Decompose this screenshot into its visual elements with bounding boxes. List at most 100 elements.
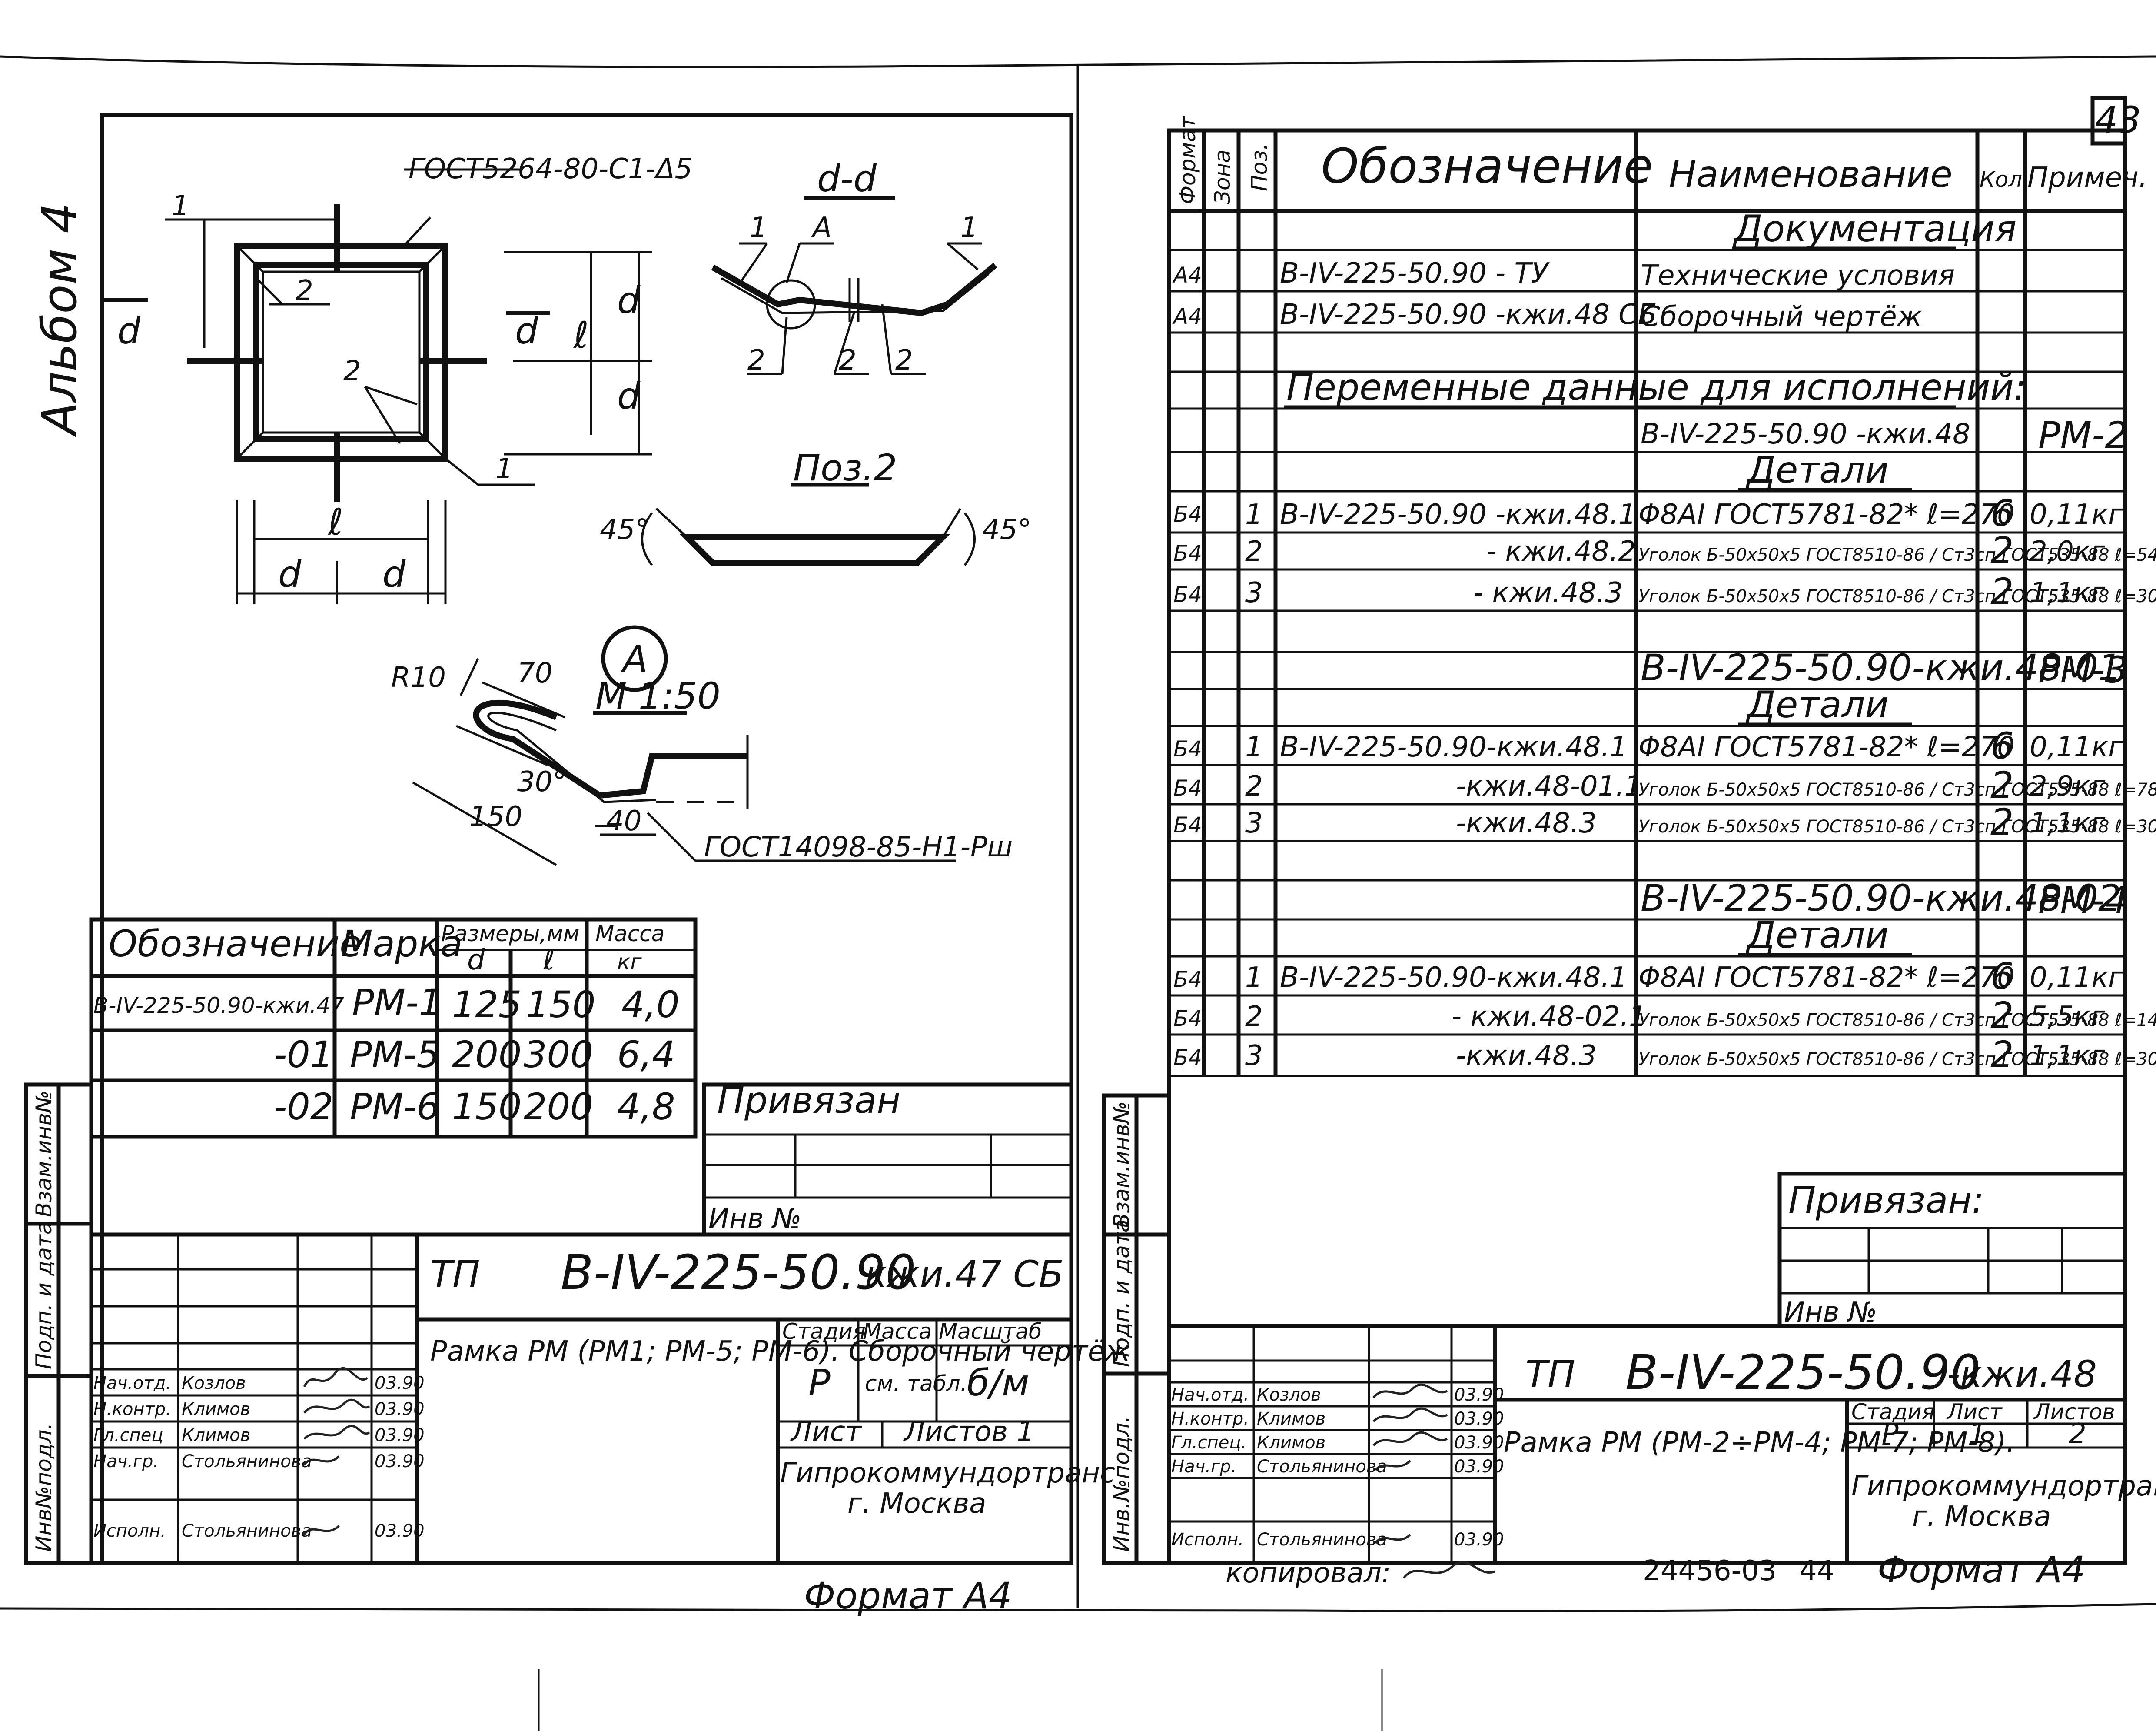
spec-note: РМ-3: [2038, 649, 2128, 691]
person-date: 03.90: [375, 1399, 425, 1419]
left-stamp-person: Н.контр. Климов 03.90: [93, 1399, 425, 1419]
dim-150: 150: [469, 801, 522, 833]
spec-note: 0,11кг: [2030, 731, 2123, 763]
spec-name: Уголок Б-50х50х5 ГОСТ8510-86 / Ст3сп ГОС…: [1638, 586, 2156, 606]
person-date: 03.90: [1454, 1409, 1504, 1429]
right-stamp-person: Нач.гр. Стольянинова 03.90: [1171, 1457, 1504, 1477]
section-mark-d-left: d: [117, 310, 141, 352]
spec-designation: Переменные данные для исполнений:: [1286, 366, 2026, 409]
dim-label-2-b: 2: [343, 355, 361, 387]
vt-mass: 4,0: [621, 983, 680, 1026]
person-role: Нач.отд.: [1171, 1385, 1249, 1405]
spec-name: Технические условия: [1641, 260, 1955, 292]
right-stamp-code: В-IV-225-50.90: [1625, 1345, 1981, 1400]
dd-label-1-left: 1: [750, 212, 767, 244]
left-stamp-person: Нач.гр. Стольянинова 03.90: [93, 1451, 425, 1471]
page-number-box: [2090, 96, 2127, 146]
dim-label-2-a: 2: [296, 275, 313, 307]
right-format: Формат А4: [1877, 1548, 2085, 1591]
person-name: Стольянинова: [1257, 1530, 1387, 1550]
vt-d: 150: [452, 1085, 522, 1128]
left-stamp-stage: Р: [808, 1361, 831, 1404]
spec-designation: В-IV-225-50.90 -кжи.48.1: [1280, 499, 1636, 531]
angle-45-right: 45°: [982, 514, 1031, 546]
person-name: Климов: [1257, 1409, 1325, 1429]
table-row: Б4 2 -кжи.48-01.1 Уголок Б-50х50х5 ГОСТ8…: [1173, 764, 2156, 806]
right-stamp: [1167, 1324, 2127, 1565]
dd-label-2-b: 2: [839, 344, 857, 376]
spec-qty: 2: [1990, 570, 2013, 613]
vt-header-d: d: [467, 944, 485, 976]
right-stamp-org: Гипрокоммундортранс: [1851, 1470, 2156, 1502]
person-role: Нач.гр.: [1171, 1457, 1236, 1477]
table-row: А4 В-IV-225-50.90 -кжи.48 СБ Сборочный ч…: [1172, 299, 1922, 333]
table-row: В-IV-225-50.90-кжи.48-02 РМ-4: [1641, 877, 2128, 922]
dim-label-1-top: 1: [172, 190, 189, 222]
spec-format: Б4: [1173, 736, 1202, 762]
spec-designation: В-IV-225-50.90 -кжи.48 СБ: [1280, 299, 1657, 331]
copied-label: копировал:: [1226, 1557, 1391, 1589]
section-mark-d-right: d: [515, 310, 538, 352]
dim-70: 70: [517, 657, 552, 689]
spec-qty: 2: [1990, 529, 2013, 572]
vt-row: -01 РМ-5 200 300 6,4: [274, 1033, 675, 1076]
right-stamp-stage: Р: [1882, 1418, 1899, 1450]
left-stamp-person: Нач.отд. Козлов 03.90: [93, 1373, 425, 1393]
dd-callout-a: A: [811, 212, 832, 244]
spec-designation: - кжи.48-02.1: [1452, 1001, 1647, 1033]
right-stamp-code-prefix: ТП: [1525, 1353, 1575, 1395]
spec-format: Б4: [1173, 776, 1202, 801]
spec-note: 2,9кг: [2030, 770, 2105, 802]
spec-name: Уголок Б-50х50х5 ГОСТ8510-86 / Ст3сп ГОС…: [1638, 545, 2156, 565]
spec-name: Φ8AI ГОСТ5781-82* ℓ=270: [1638, 731, 2015, 763]
spec-designation: - кжи.48.2: [1486, 536, 1636, 568]
table-row: Детали: [1738, 683, 1912, 726]
weld-note: ГОСТ5264-80-С1-Δ5: [409, 153, 692, 185]
left-stamp-scale: б/м: [967, 1361, 1029, 1404]
spec-format: Б4: [1173, 1006, 1202, 1031]
dim-d-vertical-1: d: [617, 279, 641, 322]
spec-qty: 2: [1990, 801, 2013, 843]
left-side-inv: Инв№подл.: [31, 1423, 56, 1552]
section-dd: [711, 196, 997, 375]
right-stamp-person: Исполн. Стольянинова 03.90: [1171, 1530, 1504, 1550]
spec-note: РМ-4: [2038, 879, 2128, 922]
left-format: Формат А4: [804, 1575, 1012, 1617]
dim-l-vertical: ℓ: [573, 314, 589, 356]
spec-name: Φ8AI ГОСТ5781-82* ℓ=270: [1638, 499, 2015, 531]
right-side-vzam: Взам.инв№: [1109, 1101, 1134, 1228]
vt-designation: -01: [274, 1033, 333, 1076]
table-row: Б4 3 -кжи.48.3 Уголок Б-50х50х5 ГОСТ8510…: [1173, 801, 2156, 843]
detail-a-view: [412, 625, 956, 866]
spec-header-zone: Зона: [1210, 150, 1235, 204]
dim-label-1-bottom: 1: [495, 453, 513, 485]
table-row: А4 В-IV-225-50.90 - ТУ Технические услов…: [1172, 257, 1955, 292]
dd-label-2-c: 2: [895, 344, 913, 376]
angle-45-left: 45°: [600, 514, 649, 546]
person-name: Климов: [182, 1425, 250, 1445]
right-stamp-code-suffix: -кжи.48: [1947, 1353, 2097, 1395]
left-stamp-org: Гипрокоммундортранс: [780, 1457, 1115, 1489]
right-stamp-person: Н.контр. Климов 03.90: [1171, 1409, 1504, 1429]
spec-designation: -кжи.48.3: [1456, 807, 1597, 839]
left-stamp-person: Гл.спец Климов 03.90: [93, 1425, 425, 1445]
person-role: Нач.отд.: [93, 1373, 171, 1393]
left-side-vzam: Взам.инв№: [31, 1090, 56, 1217]
vt-mark: РМ-1: [352, 981, 442, 1024]
spec-note: 1,1кг: [2030, 577, 2105, 609]
part-2-label: Поз.2: [793, 446, 897, 489]
spec-pos: 2: [1245, 1001, 1263, 1033]
person-date: 03.90: [375, 1451, 425, 1471]
right-stamp-sheet-label: Лист: [1946, 1399, 2003, 1425]
vt-designation: В-IV-225-50.90-кжи.47: [93, 993, 344, 1018]
vt-l: 150: [526, 983, 595, 1026]
spec-qty: 2: [1990, 994, 2013, 1037]
spec-name: В-IV-225-50.90-кжи.48-02: [1641, 877, 2121, 919]
left-stamp-scale-label: Масштаб: [939, 1319, 1042, 1344]
spec-pos: 1: [1245, 731, 1263, 763]
vt-l: 300: [524, 1033, 593, 1076]
spec-name: В-IV-225-50.90 -кжи.48: [1641, 418, 1970, 450]
left-stamp: [89, 1232, 1073, 1565]
table-row: Б4 3 - кжи.48.3 Уголок Б-50х50х5 ГОСТ851…: [1173, 570, 2156, 613]
dim-30: 30°: [517, 766, 566, 798]
